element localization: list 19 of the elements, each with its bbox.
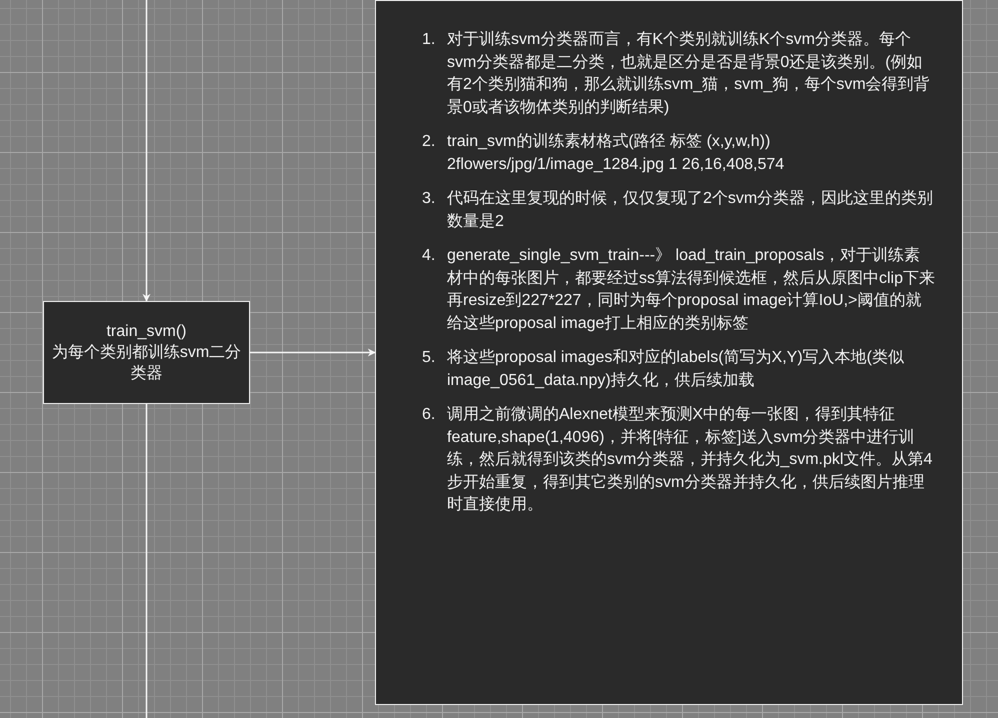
list-item-text: 将这些proposal images和对应的labels(简写为X,Y)写入本地(类似image_0561_data.npy)持久化，供后续加载 [447,348,905,390]
list-number: 3. [422,189,436,209]
list-item-text: 对于训练svm分类器而言，有K个类别就训练K个svm分类器。每个svm分类器都是二分类，也就是区分是否是背景0还是该类别。(例如有2个类别猫和狗，那么就训练svm_猫，svm_狗，每个svm会得到背景0或者该物体类别的判断结果) [447,30,931,118]
list-item-text: train_svm的训练素材格式(路径 标签 (x,y,w,h)) 2flowers/jpg/1/image_1284.jpg 1 26,16,408,574 [447,132,786,174]
note-box [375,0,963,705]
list-number: 1. [422,30,436,50]
box-text: 为每个类别都训练svm二分类器 [50,342,242,384]
box-text: train_svm() [106,322,186,342]
connector-line [146,404,148,718]
list-number: 2. [422,132,436,152]
list-item-text: 调用之前微调的Alexnet模型来预测X中的每一张图，得到其特征feature,shape(1,4096)，并将[特征，标签]送入svm分类器中进行训练，然后就得到该类的svm分类器，并持久化为_svm.pkl文件。从第4步开始重复，得到其它类别的svm分类器并持久化，供后续图片推理时直接使用。 [447,404,934,515]
list-number: 5. [422,348,436,368]
arrow [142,0,150,302]
arrow [250,348,376,356]
list-item-text: 代码在这里复现的时候，仅仅复现了2个svm分类器，因此这里的类别数量是2 [447,188,934,232]
list-item-text: generate_single_svm_train---》 load_train_proposals，对于训练素材中的每张图片，都要经过ss算法得到候选框，然后从原图中clip下来再resize到227*227，同时为每个proposal image计算IoU,>阈值的就给这些proposal image打上相应的类别标签 [447,246,936,334]
list-number: 4. [422,246,436,266]
list-number: 6. [422,405,436,425]
process-box [43,301,250,404]
